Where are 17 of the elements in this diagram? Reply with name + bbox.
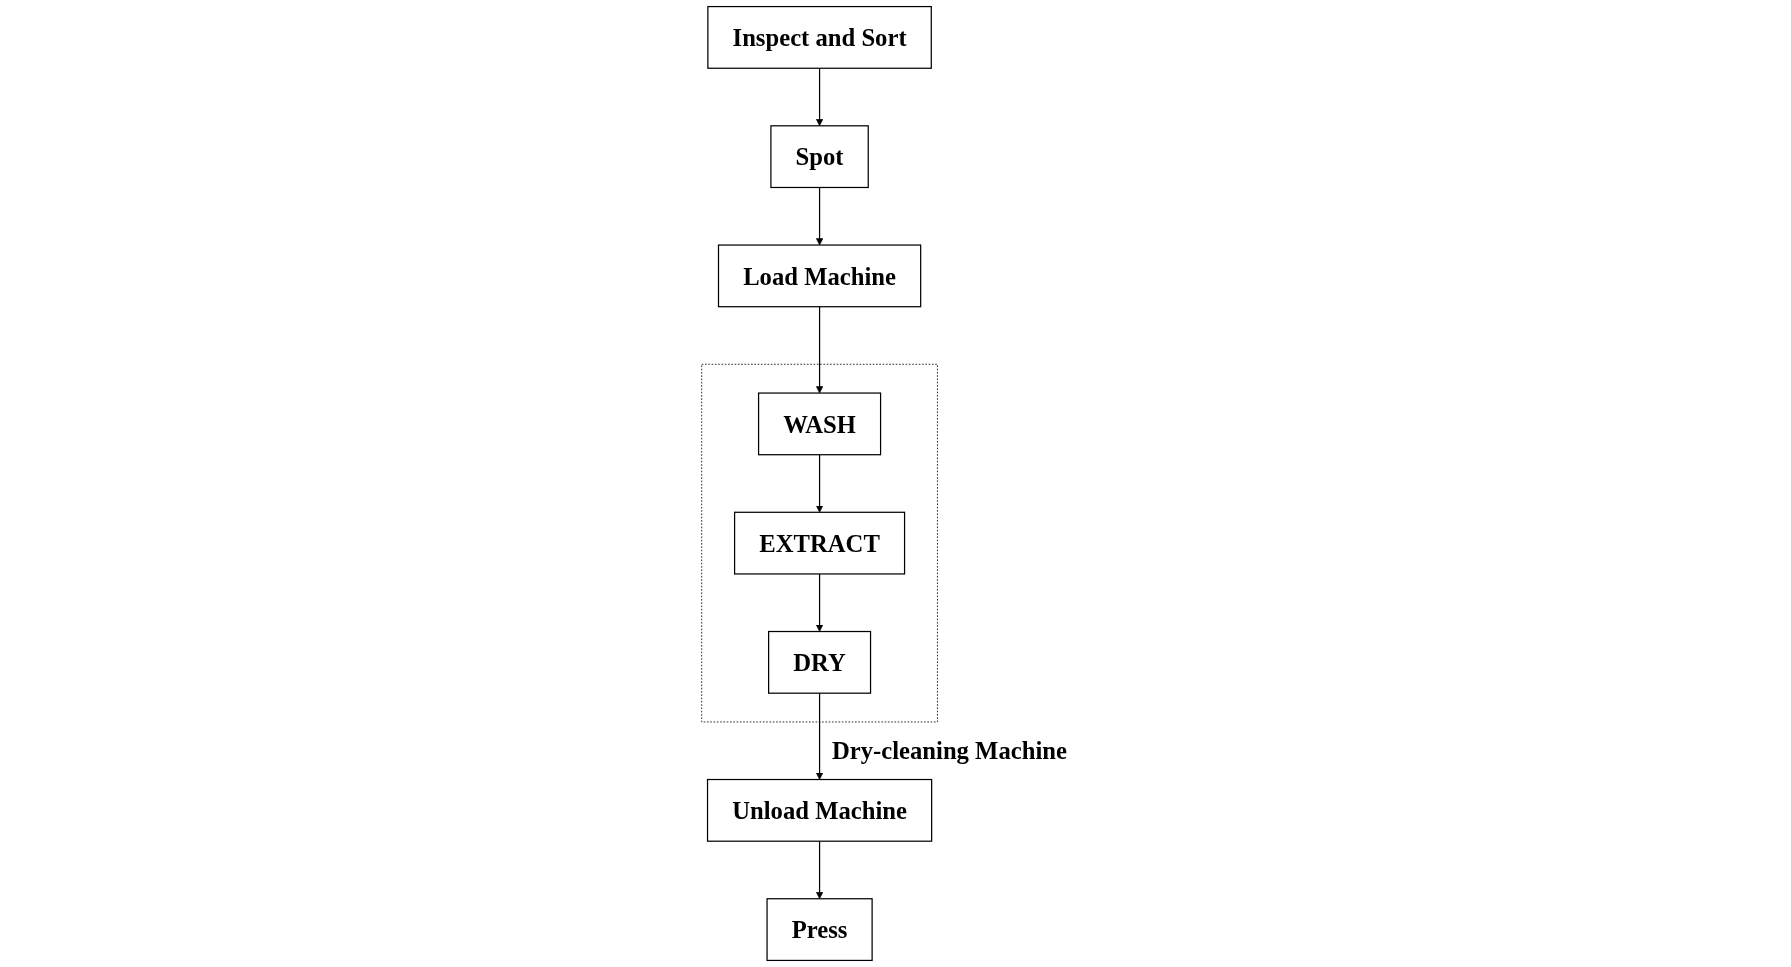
arrow xyxy=(815,454,824,513)
node-box: DRY xyxy=(768,630,872,694)
node-box: Inspect and Sort xyxy=(707,5,932,69)
cluster xyxy=(701,363,938,723)
arrow xyxy=(815,186,824,246)
node-box: Load Machine xyxy=(717,244,922,308)
arrow xyxy=(815,573,824,632)
arrow xyxy=(815,840,824,900)
arrow xyxy=(815,692,824,780)
arrow xyxy=(815,306,824,394)
arrow xyxy=(815,67,824,127)
node-box: WASH xyxy=(757,392,882,456)
node-box: Press xyxy=(766,898,873,962)
node-box: Unload Machine xyxy=(706,778,933,842)
node-label: Dry-cleaning Machine xyxy=(831,736,1067,764)
node-box: Spot xyxy=(770,125,869,189)
node-box: EXTRACT xyxy=(734,511,906,575)
